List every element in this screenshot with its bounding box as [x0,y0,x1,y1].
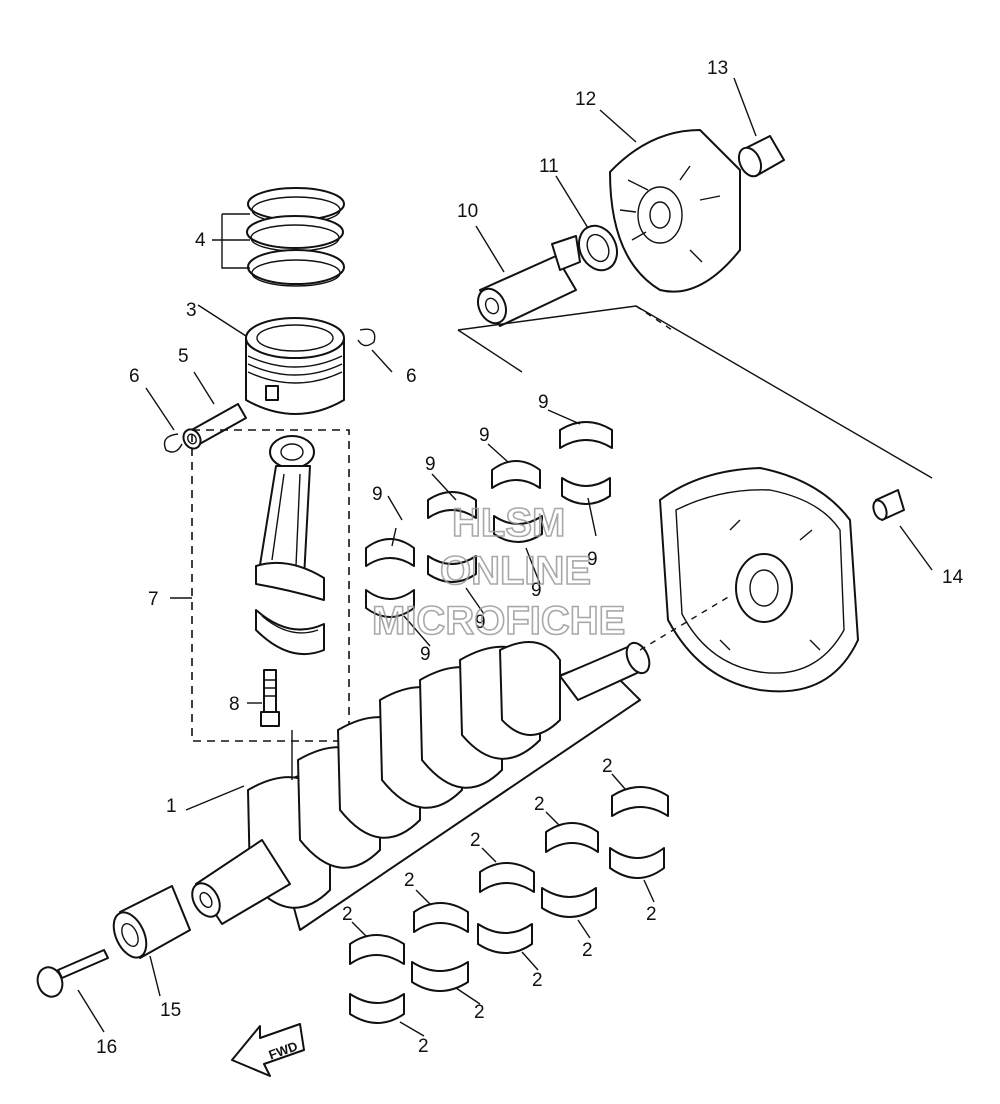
callout-13: 13 [707,58,728,79]
upper-bearing-shells [365,421,613,618]
connecting-rod-bolt [260,669,280,727]
piston-pin-circlips [163,328,376,453]
callout-2: 2 [534,794,545,815]
callout-9: 9 [531,580,542,601]
callout-9: 9 [475,612,486,633]
callout-9: 9 [372,484,383,505]
connecting-rod-group-box [191,429,350,742]
callout-5: 5 [178,346,189,367]
piston-ring-set [246,187,345,287]
piston [245,317,345,415]
alignment-lines [291,305,933,780]
connecting-rod [255,435,325,655]
coupling-shaft [476,235,581,327]
coupling-plug [737,135,785,178]
blind-plug [872,489,905,521]
callout-6: 6 [406,366,417,387]
coupling-flange [609,129,741,293]
watermark-line-2: ONLINE [440,549,591,593]
watermark-line-1: HLSM [452,501,565,545]
main-bearing-shells [349,786,669,1024]
callout-9: 9 [538,392,549,413]
crankshaft-bolt [36,949,109,998]
crankshaft [191,641,651,931]
callout-9: 9 [420,644,431,665]
callout-16: 16 [96,1037,117,1058]
needle-bearing [112,885,191,959]
watermark-line-3: MICROFICHE [372,599,625,643]
piston-pin [182,403,247,450]
callout-2: 2 [418,1036,429,1057]
callout-2: 2 [342,904,353,925]
callout-12: 12 [575,89,596,110]
callout-9: 9 [425,454,436,475]
callout-9: 9 [479,425,490,446]
callout-7: 7 [148,589,159,610]
callout-14: 14 [942,567,964,588]
callout-10: 10 [457,201,478,222]
callout-6: 6 [129,366,140,387]
callout-9: 9 [587,549,598,570]
crankcase-housing [659,467,859,693]
callout-2: 2 [602,756,613,777]
forward-direction-arrow: FWD [231,1023,305,1077]
callout-2: 2 [646,904,657,925]
callout-2: 2 [582,940,593,961]
callout-2: 2 [404,870,415,891]
callout-2: 2 [474,1002,485,1023]
watermark: HLSM ONLINE MICROFICHE [371,500,626,644]
leader-lines [77,77,933,1037]
callout-4: 4 [195,230,206,251]
callout-8: 8 [229,694,240,715]
callout-2: 2 [470,830,481,851]
callout-3: 3 [186,300,197,321]
callout-1: 1 [166,796,177,817]
callout-11: 11 [539,156,559,177]
callout-numbers: 1 2 2 2 2 2 2 2 2 2 2 3 4 5 6 6 7 8 9 9 … [96,58,964,1058]
callout-15: 15 [160,1000,181,1021]
callout-2: 2 [532,970,543,991]
